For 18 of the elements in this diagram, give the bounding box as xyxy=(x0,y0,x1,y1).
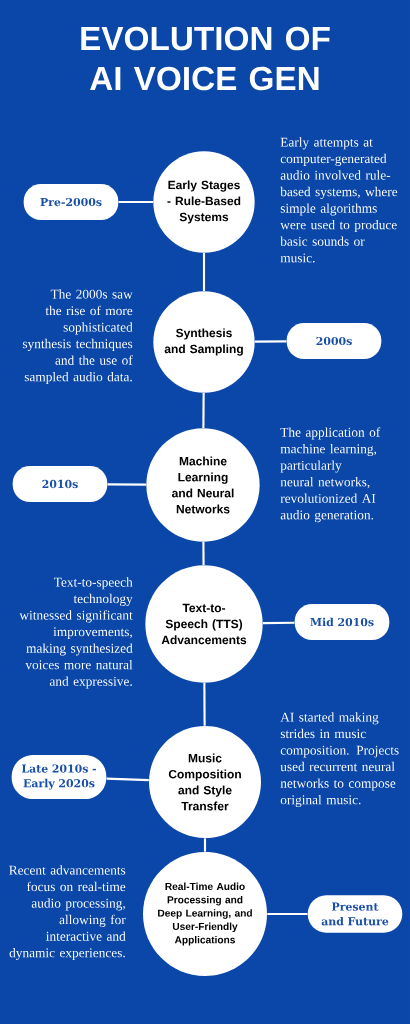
connector-line xyxy=(267,912,308,916)
description-text: Early attempts at computer-generated audio involved rule-based systems, where simple algorithms were used to produce basic sounds or music. xyxy=(280,137,398,263)
connector-line xyxy=(202,392,205,429)
connector-line xyxy=(203,682,206,726)
description-text: The application of machine learning, particularly neural networks, revolutionized AI audio generation. xyxy=(280,427,381,523)
connector-line xyxy=(107,483,147,486)
connector-line xyxy=(254,340,287,343)
connector-line xyxy=(203,838,207,852)
connector-line xyxy=(202,252,206,292)
connector-line xyxy=(106,777,149,782)
title: EVOLUTION OF AI VOICE GEN xyxy=(81,26,330,91)
description-text: AI started making strides in music composition. Projects used recurrent neural networks to compose original music. xyxy=(280,712,399,808)
connector-line xyxy=(118,200,154,204)
description-text: The 2000s saw the rise of more sophisticated synthesis techniques and the use of sampled audio data. xyxy=(22,289,133,385)
description-text: Text-to-speech technology witnessed significant improvements, making synthesized voices more natural and expressive. xyxy=(19,577,133,689)
description-text: Recent advancements focus on real-time audio processing, allowing for interactive and dynamic experiences. xyxy=(9,865,126,961)
connector-line xyxy=(202,541,205,566)
connector-line xyxy=(262,621,295,625)
